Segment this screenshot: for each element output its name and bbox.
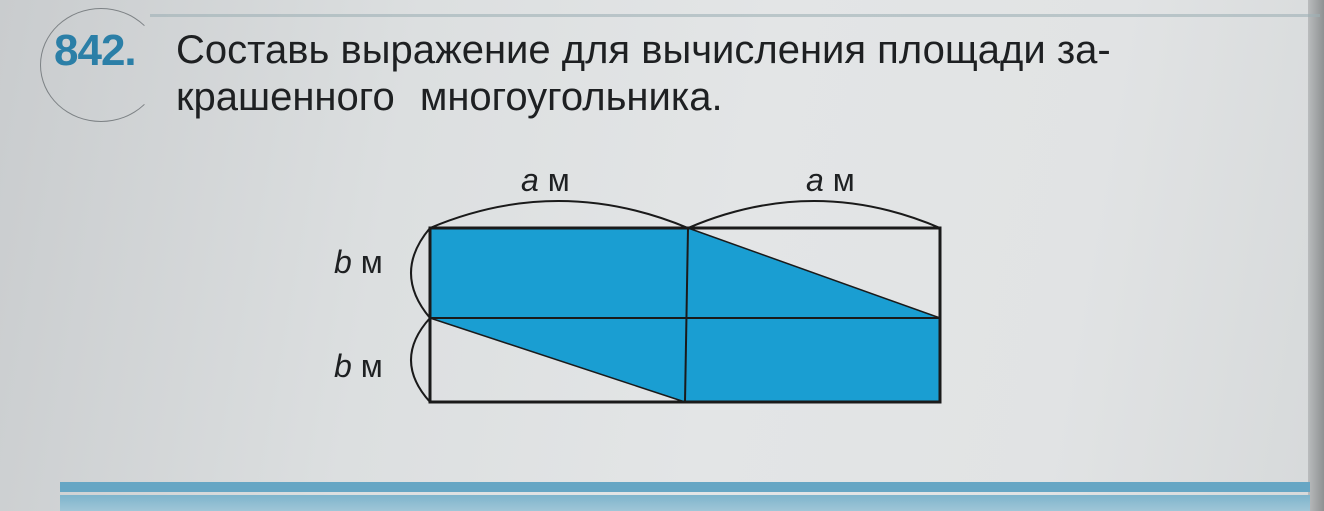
top-rule xyxy=(150,14,1320,17)
exercise-text: Составь выражение для вычисления площади… xyxy=(176,27,1216,121)
top-label-left-var: a xyxy=(521,162,539,198)
vertical-midline xyxy=(684,227,689,403)
side-label-top-unit: м xyxy=(360,244,383,280)
top-label-right: a м xyxy=(806,162,855,199)
diagonal-upper-right xyxy=(687,227,941,319)
side-arc-bottom xyxy=(410,317,431,403)
exercise-number-value: 842 xyxy=(54,26,125,75)
side-label-bottom-var: b xyxy=(334,348,352,384)
side-arc-top xyxy=(410,227,431,319)
top-label-right-unit: м xyxy=(832,162,855,198)
bottom-decorative-band xyxy=(60,482,1310,492)
exercise-text-line-2: крашенного многоугольника. xyxy=(176,75,723,119)
diagonal-lower-left xyxy=(429,317,686,403)
top-arc-right xyxy=(687,200,941,229)
exercise-text-line-1: Составь выражение для вычисления площади… xyxy=(176,28,1111,72)
polygon-diagram xyxy=(410,200,942,404)
top-label-left-unit: м xyxy=(547,162,570,198)
side-label-top-var: b xyxy=(334,244,352,280)
shaded-polygon xyxy=(430,228,940,402)
top-arc-left xyxy=(429,200,689,229)
top-label-right-var: a xyxy=(806,162,824,198)
top-label-left: a м xyxy=(521,162,570,199)
side-label-bottom-unit: м xyxy=(360,348,383,384)
exercise-number-circle xyxy=(40,8,162,122)
bottom-decorative-band-2 xyxy=(60,495,1310,511)
side-label-top: b м xyxy=(334,244,383,281)
side-label-bottom: b м xyxy=(334,348,383,385)
polygon-figure: a м a м b м b м xyxy=(300,150,1000,430)
exercise-number-dot: . xyxy=(124,26,136,75)
page-edge xyxy=(1308,0,1324,511)
exercise-number: 842. xyxy=(54,26,137,76)
